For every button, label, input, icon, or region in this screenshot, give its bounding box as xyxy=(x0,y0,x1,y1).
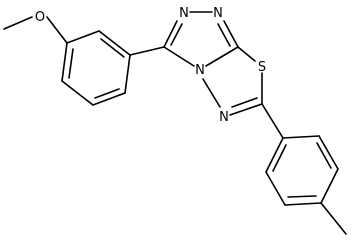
ring-a-double-2 xyxy=(94,88,120,99)
ring-b-bond-5 xyxy=(265,171,286,206)
ring-a-double-1 xyxy=(100,38,125,58)
atom-label-methoxy-oxygen: O xyxy=(35,10,45,25)
methoxyphenyl-ring xyxy=(61,30,131,106)
ring-b-bond-3 xyxy=(320,168,339,204)
bond-tolyl-methyl xyxy=(320,202,347,235)
thiadiazole-bond-c8a-s xyxy=(237,46,256,62)
bond-methyl-oxygen xyxy=(3,16,33,30)
ring-a-bond-5 xyxy=(61,80,94,106)
thiadiazole-ring: S N xyxy=(202,46,266,125)
bond-thiadiazole-tolyl xyxy=(261,103,284,139)
triazole-bond-n1-c8a xyxy=(223,20,239,48)
thiadiazole-bond-c6-n5 xyxy=(229,103,263,116)
ring-b-double-1 xyxy=(316,142,332,169)
ring-a-double-3 xyxy=(68,48,74,79)
triazole-double-c3-n2 xyxy=(170,23,183,46)
atom-label-triazole-n1: N xyxy=(213,6,223,21)
bond-ring-a-triazole xyxy=(129,46,165,56)
triazole-bond-c3-n2 xyxy=(163,20,178,48)
ring-b-bond-6 xyxy=(265,137,284,173)
triazole-bond-n4-c3 xyxy=(163,46,195,67)
triazole-double-n1-c8a xyxy=(217,23,231,47)
methoxy-group: O xyxy=(3,10,68,44)
atom-label-thiadiazole-n: N xyxy=(219,110,229,125)
ring-a-bond-3 xyxy=(124,54,131,94)
ring-b-bond-2 xyxy=(318,135,339,170)
tolyl-ring xyxy=(265,135,339,206)
ring-a-bond-6 xyxy=(61,42,68,82)
ring-b-double-2 xyxy=(287,195,317,198)
triazole-bond-c8a-n4 xyxy=(205,46,239,67)
ring-b-bond-1 xyxy=(282,135,320,139)
triazole-ring: N N N xyxy=(163,6,239,78)
bond-oxygen-ring xyxy=(46,16,68,44)
ring-a-bond-4 xyxy=(92,92,126,106)
atom-label-bridgehead-n: N xyxy=(195,63,205,78)
atom-label-sulfur: S xyxy=(258,60,266,75)
ring-a-bond-1 xyxy=(66,30,100,44)
molecule-drawing: O N N N S N xyxy=(3,6,347,235)
ring-b-double-3 xyxy=(272,144,287,172)
atom-label-triazole-n2: N xyxy=(179,6,189,21)
thiadiazole-double-c6-n5 xyxy=(231,97,258,108)
structure-canvas: O N N N S N xyxy=(3,6,347,235)
ring-a-bond-2 xyxy=(98,30,131,56)
thiadiazole-bond-n5-n4 xyxy=(202,78,221,108)
ring-b-bond-4 xyxy=(284,202,322,206)
